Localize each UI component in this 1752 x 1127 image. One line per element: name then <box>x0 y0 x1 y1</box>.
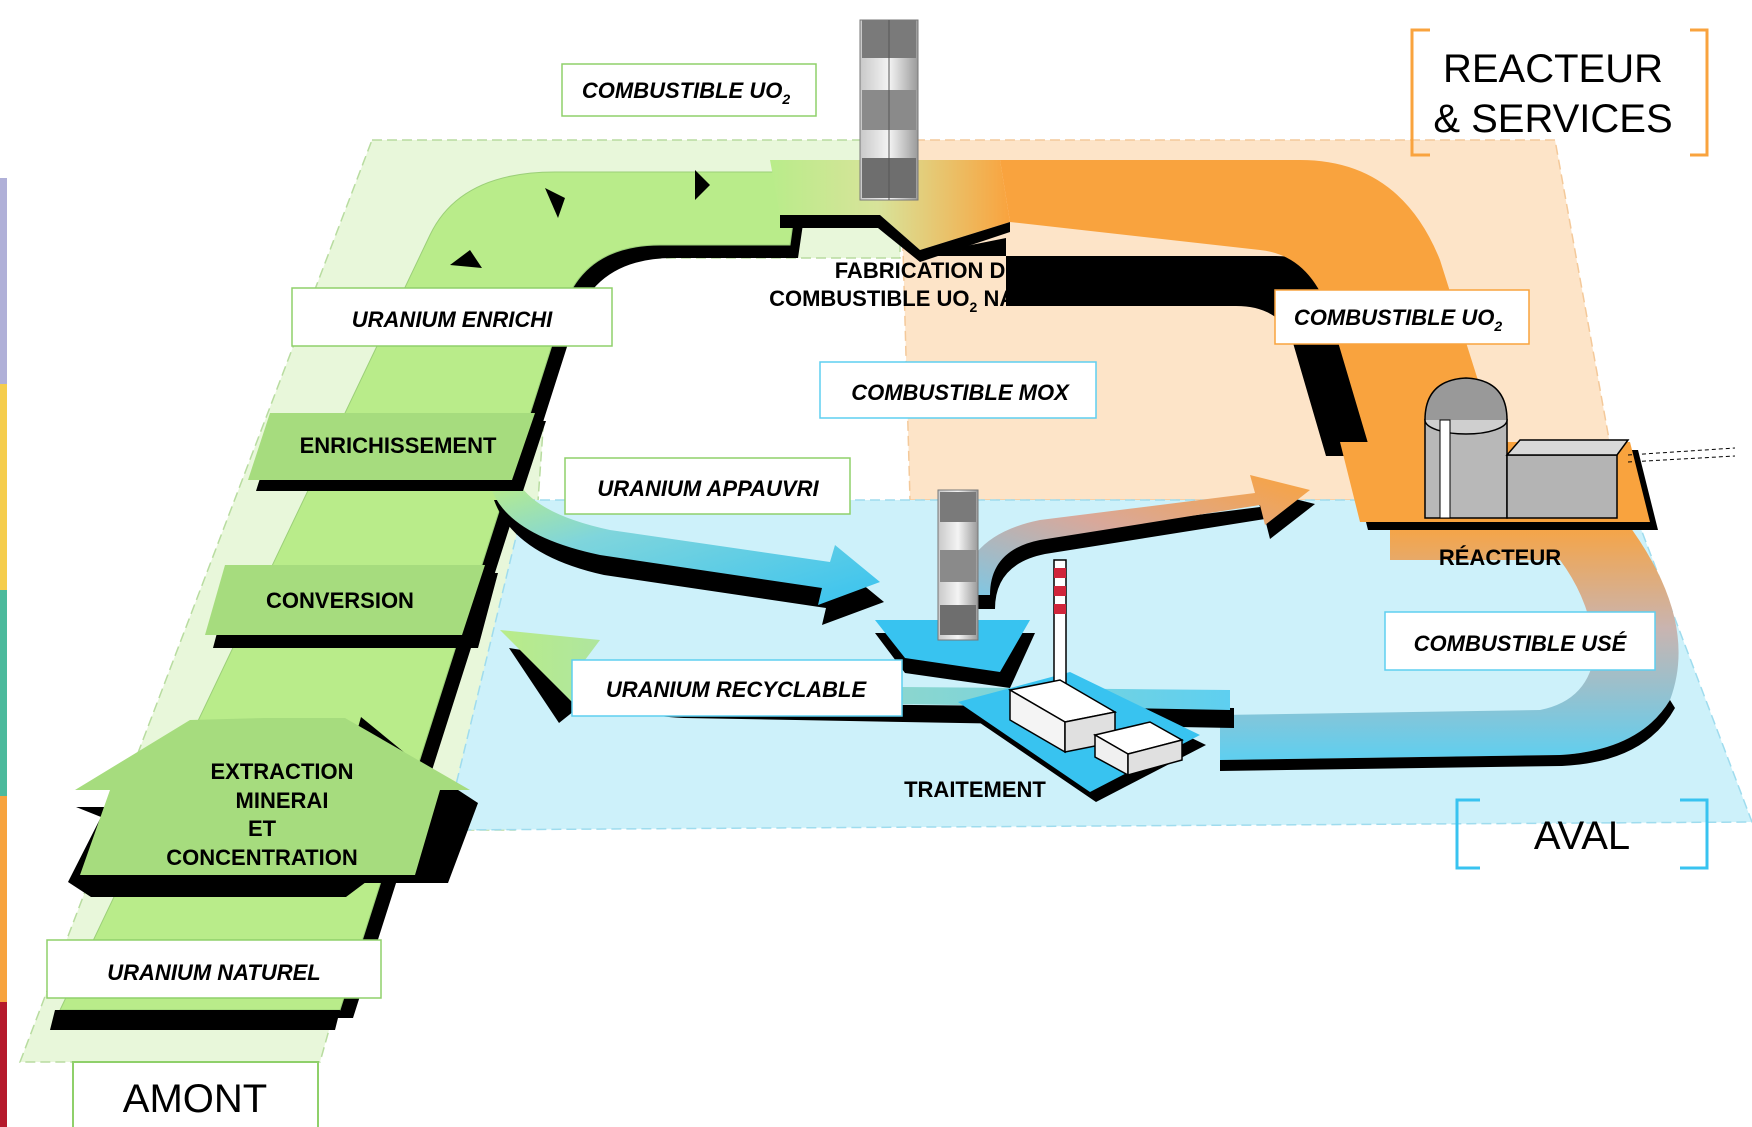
label-uranium-naturel: URANIUM NATUREL <box>46 939 382 999</box>
flow-direction-markers <box>450 170 710 268</box>
stage-traitement-label: TRAITEMENT <box>904 777 1046 802</box>
stage-fabrication-line1: FABRICATION DU <box>835 258 1022 283</box>
combustible-mox-text: COMBUSTIBLE MOX <box>851 380 1070 405</box>
uranium-recyclable-text: URANIUM RECYCLABLE <box>606 677 868 702</box>
fuel-assembly-top-icon <box>859 19 919 201</box>
zone-reacteur-line1: REACTEUR <box>1443 47 1663 91</box>
stage-extraction-line2: MINERAI <box>236 788 329 813</box>
reactor-building-icon <box>1340 377 1736 530</box>
combustible-uo2-right-sub: 2 <box>1493 318 1502 334</box>
stage-fabrication-line2a: COMBUSTIBLE UO <box>769 286 969 311</box>
stage-extraction-line3: ET <box>248 816 277 841</box>
zone-aval-label: AVAL <box>1534 814 1630 858</box>
zone-amont: AMONT <box>72 1061 319 1127</box>
svg-text:COMBUSTIBLE UO2: COMBUSTIBLE UO2 <box>582 78 790 107</box>
label-combustible-mox: COMBUSTIBLE MOX <box>819 361 1097 419</box>
stage-fabrication-line2: COMBUSTIBLE UO2 NATUREL <box>769 286 1087 315</box>
combustible-mox-arrow <box>960 475 1315 609</box>
label-uranium-recyclable: URANIUM RECYCLABLE <box>571 659 903 717</box>
stage-fabrication-line2b: NATUREL <box>977 286 1087 311</box>
stage-conversion-label: CONVERSION <box>266 588 414 613</box>
zone-reacteur-services: REACTEUR & SERVICES <box>1410 28 1709 157</box>
stage-conversion: CONVERSION <box>205 565 498 648</box>
fabrication-junction <box>770 160 1010 250</box>
label-combustible-use: COMBUSTIBLE USÉ <box>1384 611 1656 671</box>
uranium-appauvri-text: URANIUM APPAUVRI <box>597 476 819 501</box>
left-color-bars <box>0 178 7 1127</box>
stage-enrichissement-label: ENRICHISSEMENT <box>300 433 497 458</box>
uranium-appauvri-arrow <box>490 485 884 625</box>
label-combustible-uo2-top: COMBUSTIBLE UO2 <box>561 63 817 117</box>
combustible-uo2-top-text: COMBUSTIBLE UO <box>582 78 782 103</box>
reacteur-band <box>916 160 1500 456</box>
treatment-plant-icon <box>958 559 1206 802</box>
combustible-use-text: COMBUSTIBLE USÉ <box>1414 631 1628 656</box>
stage-reacteur-label: RÉACTEUR <box>1439 545 1561 570</box>
combustible-uo2-top-sub: 2 <box>781 91 790 107</box>
zone-amont-label: AMONT <box>123 1077 267 1121</box>
zone-aval: AVAL <box>1455 798 1709 870</box>
fuel-assembly-mox-icon <box>875 489 1035 688</box>
stage-extraction-line4: CONCENTRATION <box>166 845 357 870</box>
amont-band-bottom <box>50 1010 340 1030</box>
stage-enrichissement: ENRICHISSEMENT <box>248 413 546 491</box>
label-uranium-appauvri: URANIUM APPAUVRI <box>564 457 851 515</box>
label-combustible-uo2-right: COMBUSTIBLE UO2 <box>1274 289 1530 345</box>
zone-reacteur-line2: & SERVICES <box>1433 97 1672 141</box>
combustible-use-band-shadow <box>1220 700 1675 771</box>
stage-extraction-line1: EXTRACTION <box>211 759 354 784</box>
combustible-use-band <box>1220 520 1679 760</box>
stage-extraction: EXTRACTION MINERAI ET CONCENTRATION <box>68 717 478 897</box>
svg-text:COMBUSTIBLE UO2: COMBUSTIBLE UO2 <box>1294 305 1502 334</box>
uranium-naturel-text: URANIUM NATUREL <box>107 960 320 985</box>
combustible-uo2-right-text: COMBUSTIBLE UO <box>1294 305 1494 330</box>
label-uranium-enrichi: URANIUM ENRICHI <box>291 287 613 347</box>
uranium-enrichi-text: URANIUM ENRICHI <box>352 307 553 332</box>
stage-fabrication-sub: 2 <box>970 299 978 315</box>
